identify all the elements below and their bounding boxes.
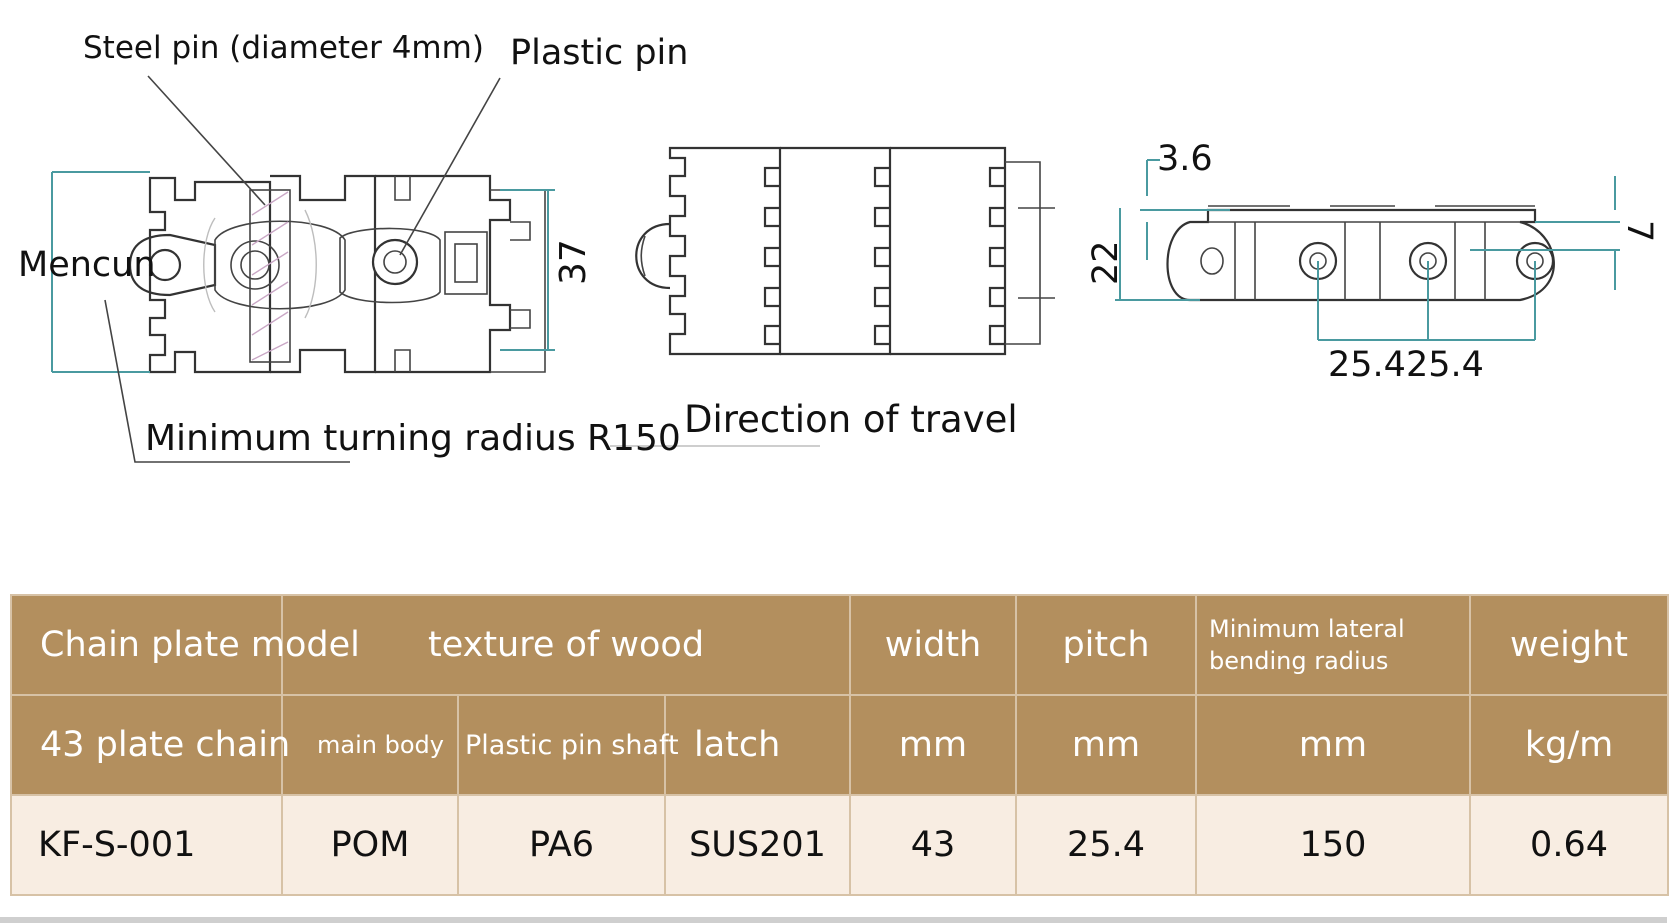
spec-table: Chain plate model texture of wood width … <box>10 594 1669 896</box>
header-bending-radius: Minimum lateral bending radius <box>1195 594 1472 696</box>
table-header-row: Chain plate model texture of wood width … <box>10 594 1669 696</box>
subheader-width-unit: mm <box>849 694 1018 796</box>
bottom-divider <box>0 917 1667 923</box>
subheader-latch: latch <box>663 694 852 796</box>
direction-label: Direction of travel <box>684 398 1018 441</box>
cell-weight: 0.64 <box>1469 794 1669 896</box>
dimension-pitch-b: 25.4 <box>1406 345 1484 385</box>
dimension-pitch-a: 25.4 <box>1328 345 1406 385</box>
header-width: width <box>849 594 1018 696</box>
header-pitch: pitch <box>1015 594 1198 696</box>
chain-top-view <box>51 75 555 463</box>
table-subheader-row: 43 plate chain main body Plastic pin sha… <box>10 694 1669 796</box>
subheader-main-body: main body <box>281 694 459 796</box>
dimension-37: 37 <box>553 239 594 285</box>
cell-latch: SUS201 <box>663 794 852 896</box>
chain-drawing: Steel pin (diameter 4mm) Plastic pin Men… <box>18 30 1659 463</box>
cell-pitch: 25.4 <box>1015 794 1198 896</box>
subheader-weight-unit: kg/m <box>1469 694 1669 796</box>
subheader-pitch-unit: mm <box>1015 694 1198 796</box>
header-material: texture of wood <box>280 594 852 696</box>
subheader-bending-unit: mm <box>1195 694 1472 796</box>
dimension-3-6: 3.6 <box>1157 139 1213 179</box>
cell-bending: 150 <box>1195 794 1472 896</box>
header-model: Chain plate model <box>10 594 360 696</box>
mencun-label: Mencun <box>18 245 156 285</box>
dimension-22: 22 <box>1086 240 1126 285</box>
plastic-pin-label: Plastic pin <box>510 33 688 73</box>
steel-pin-label: Steel pin (diameter 4mm) <box>83 30 484 66</box>
subheader-chain: 43 plate chain <box>10 694 290 796</box>
cell-width: 43 <box>849 794 1018 896</box>
cell-pin-shaft: PA6 <box>457 794 666 896</box>
cell-model: KF-S-001 <box>10 794 283 896</box>
dimension-7: 7 <box>1619 220 1659 242</box>
subheader-pin-shaft: Plastic pin shaft <box>457 694 679 796</box>
chain-plates-view <box>610 146 1055 447</box>
table-row: KF-S-001 POM PA6 SUS201 43 25.4 150 0.64 <box>10 794 1669 896</box>
cell-main-body: POM <box>281 794 459 896</box>
header-weight: weight <box>1469 594 1669 696</box>
chain-side-view <box>1115 159 1620 341</box>
min-turning-radius-label: Minimum turning radius R150 <box>145 418 681 459</box>
